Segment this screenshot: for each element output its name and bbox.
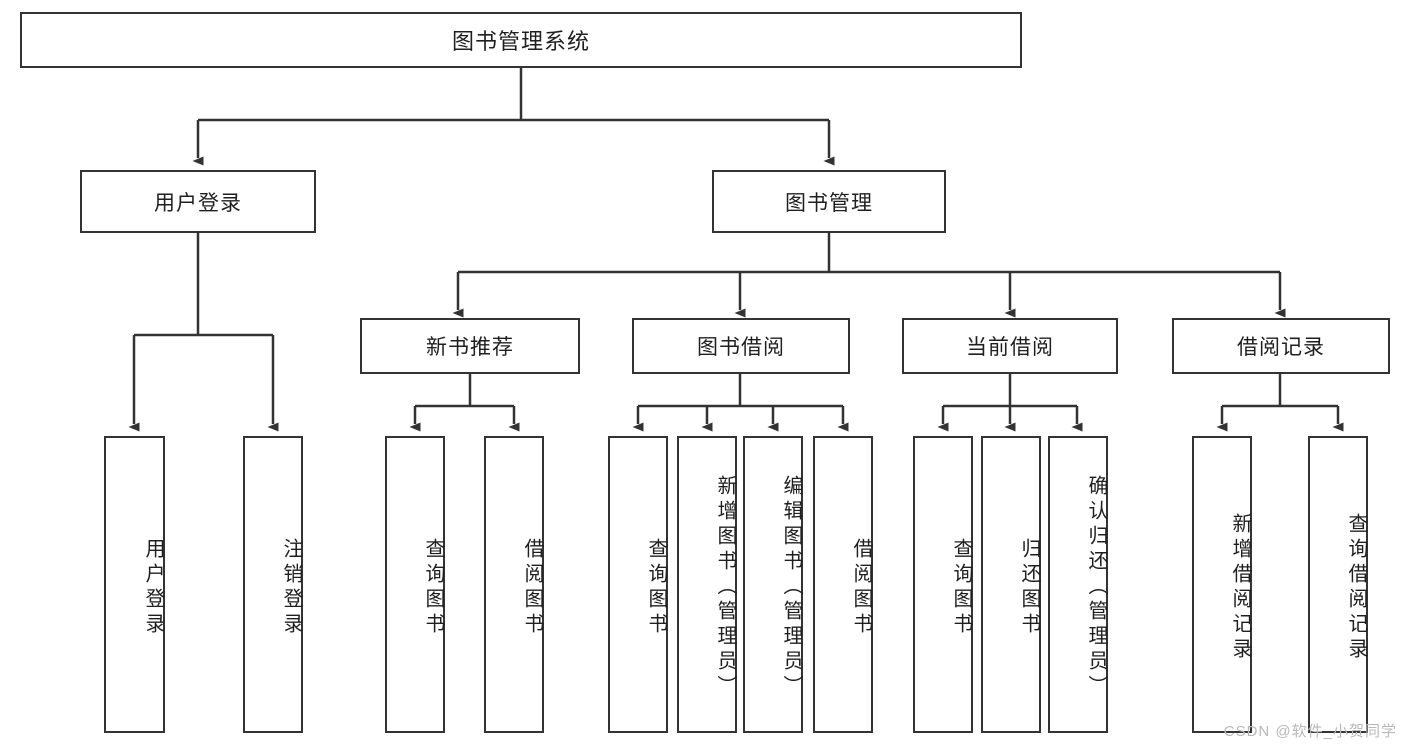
node-book-borrow[interactable]: 图书借阅	[632, 318, 850, 374]
node-leaf-query-book-1[interactable]: 查询图书	[385, 436, 445, 733]
node-book-manage[interactable]: 图书管理	[712, 170, 946, 233]
node-leaf-user-login[interactable]: 用户登录	[104, 436, 165, 733]
node-leaf-add-borrow-record[interactable]: 新增借阅记录	[1192, 436, 1252, 733]
node-leaf-edit-book[interactable]: 编辑图书（管理员）	[743, 436, 803, 733]
node-leaf-add-book[interactable]: 新增图书（管理员）	[677, 436, 737, 733]
node-leaf-query-book-3[interactable]: 查询图书	[913, 436, 973, 733]
node-borrow-record[interactable]: 借阅记录	[1172, 318, 1390, 374]
node-leaf-borrow-book-2[interactable]: 借阅图书	[813, 436, 873, 733]
node-leaf-confirm-return[interactable]: 确认归还（管理员）	[1048, 436, 1108, 733]
node-new-book-recommend[interactable]: 新书推荐	[360, 318, 580, 374]
node-leaf-return-book[interactable]: 归还图书	[981, 436, 1041, 733]
node-user-login[interactable]: 用户登录	[80, 170, 316, 233]
watermark-text: CSDN @软件_小贺同学	[1223, 723, 1397, 740]
node-leaf-query-book-2[interactable]: 查询图书	[608, 436, 668, 733]
node-leaf-logout-login[interactable]: 注销登录	[243, 436, 303, 733]
node-leaf-borrow-book-1[interactable]: 借阅图书	[484, 436, 544, 733]
node-leaf-query-borrow-record[interactable]: 查询借阅记录	[1308, 436, 1368, 733]
node-current-borrow[interactable]: 当前借阅	[902, 318, 1118, 374]
node-book-management-system[interactable]: 图书管理系统	[20, 12, 1022, 68]
